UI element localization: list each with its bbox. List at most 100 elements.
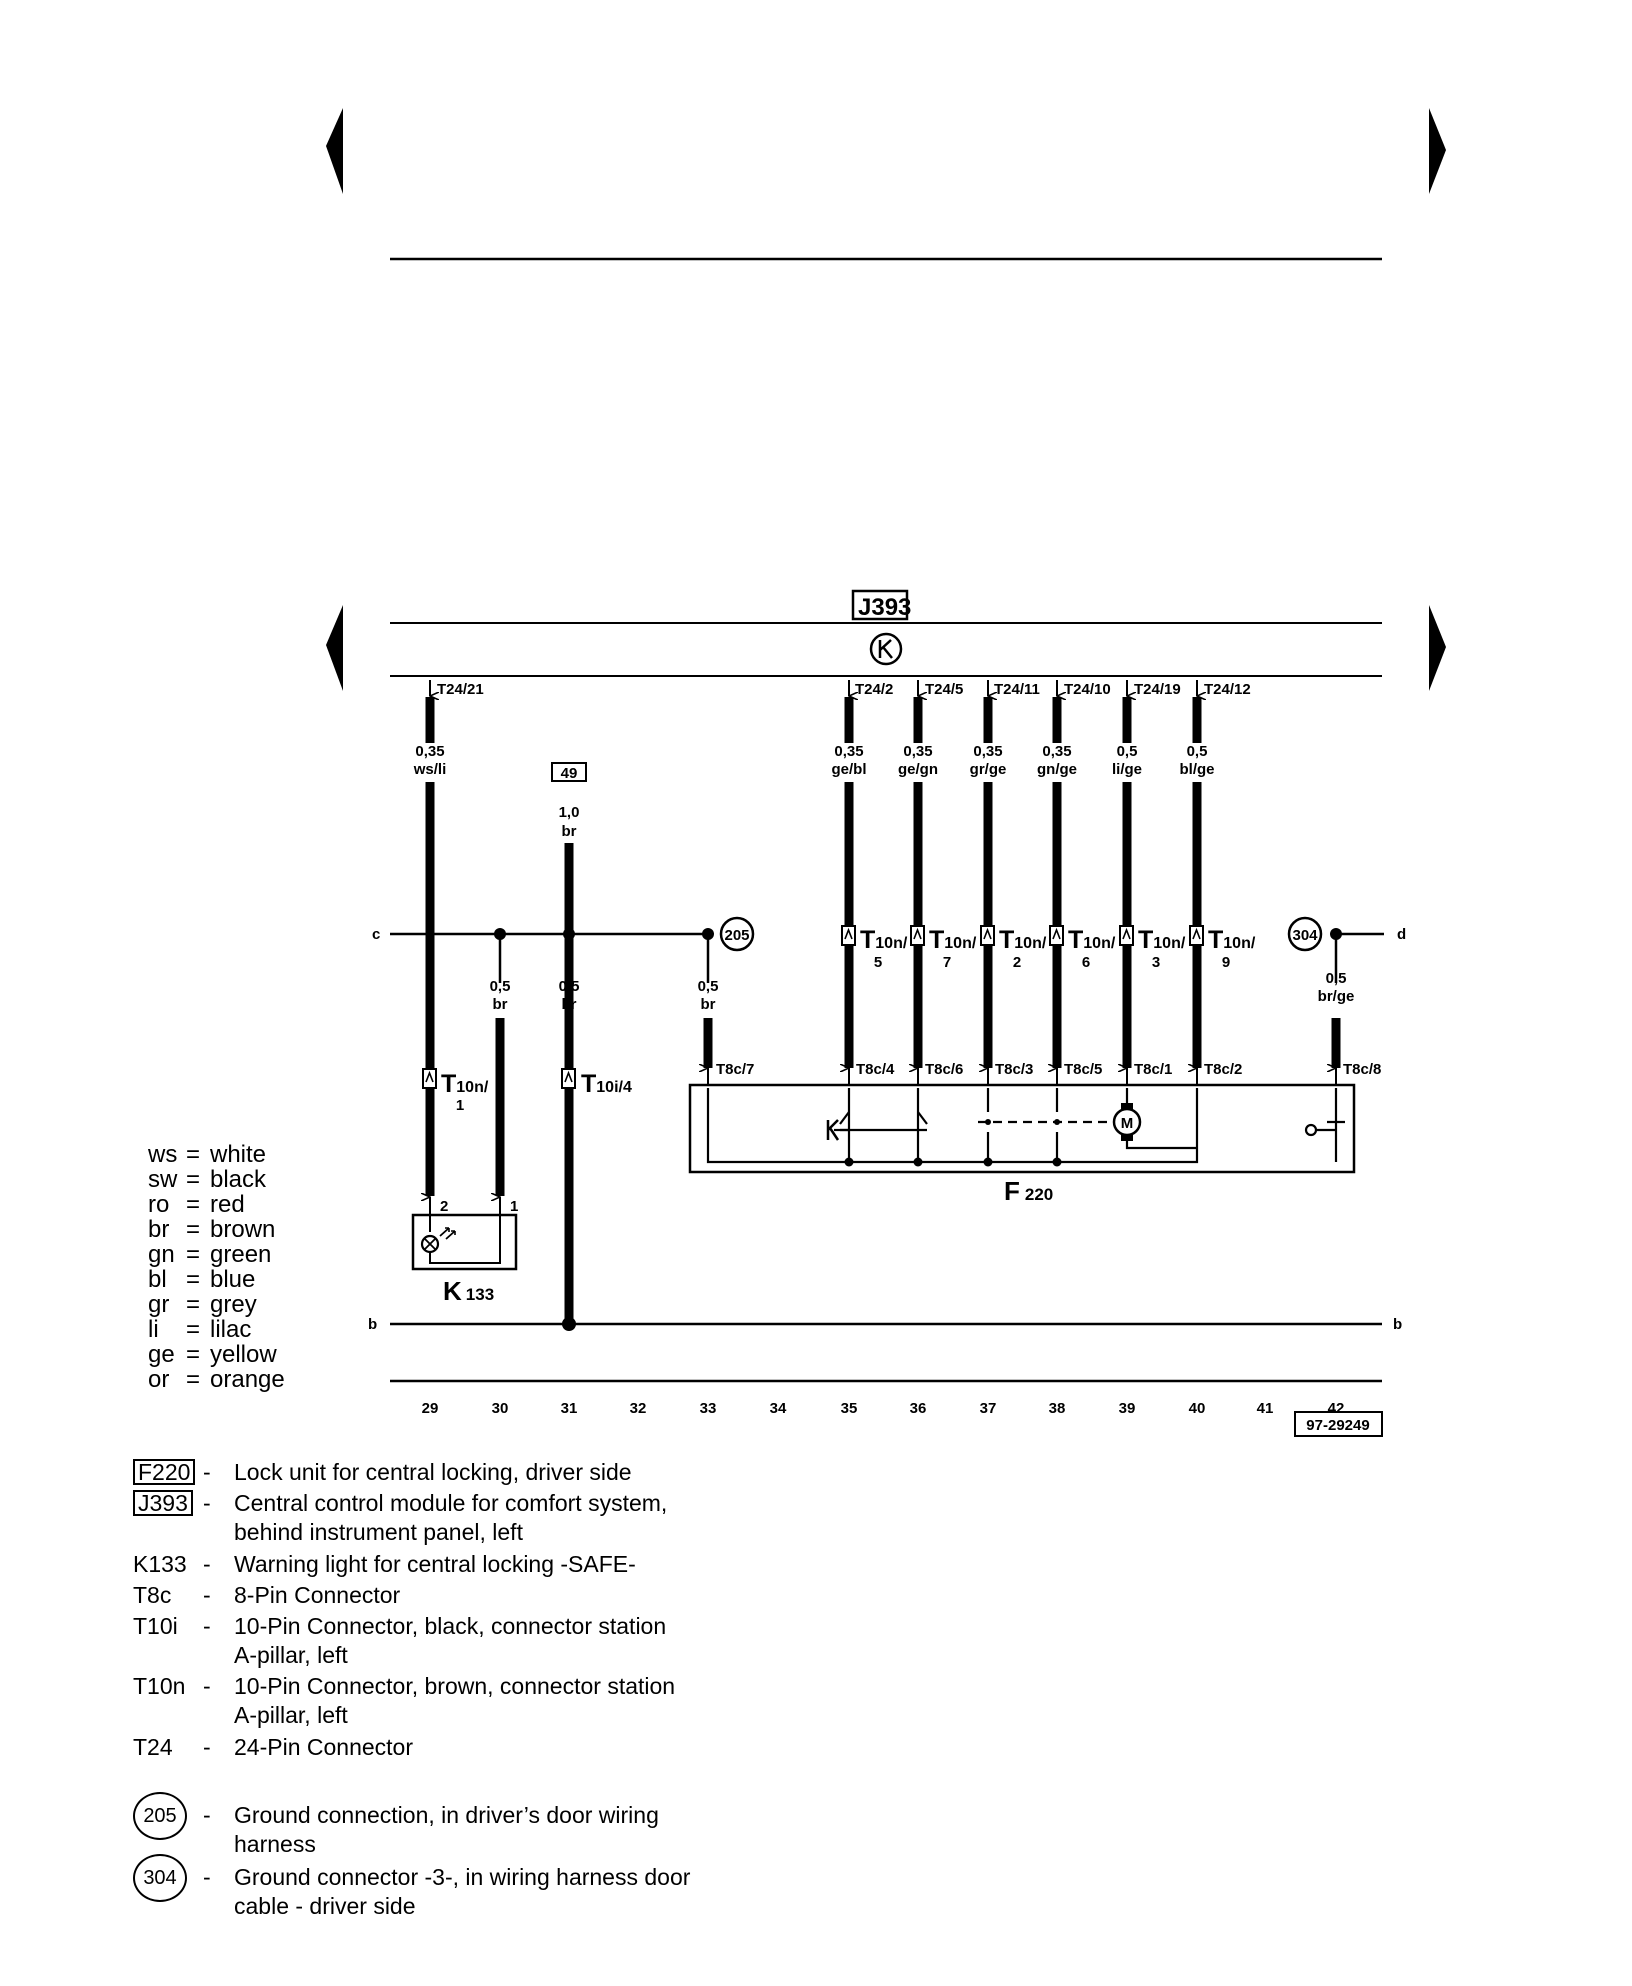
junction-dot xyxy=(562,1317,576,1331)
connector-symbol-icon xyxy=(422,1068,437,1089)
t10n-sub: 10n/ xyxy=(1083,935,1116,952)
k133-label-sub: 133 xyxy=(466,1285,494,1304)
legend-key: J393 xyxy=(133,1489,211,1518)
color-code-row: br = brown xyxy=(148,1217,285,1242)
f220-label-sub: 220 xyxy=(1025,1185,1053,1204)
svg-text:T10n/: T10n/ xyxy=(929,926,977,954)
legend-dash: - xyxy=(203,1490,211,1516)
t8c-pin-label: T8c/7 xyxy=(716,1061,754,1078)
t24-pin-label: T24/12 xyxy=(1204,681,1251,698)
color-code: br xyxy=(148,1216,170,1243)
connector-symbol-icon xyxy=(841,925,856,946)
color-code: sw xyxy=(148,1166,178,1193)
svg-text:T10n/: T10n/ xyxy=(1138,926,1186,954)
legend-key: K133 xyxy=(133,1551,187,1577)
color-code-equals: = xyxy=(186,1316,201,1343)
color-code-equals: = xyxy=(186,1216,201,1243)
legend-dash: - xyxy=(203,1551,211,1577)
legend-description-line: 10-Pin Connector, brown, connector stati… xyxy=(234,1673,676,1699)
color-code: li xyxy=(148,1316,159,1343)
t24-pin-label: T24/21 xyxy=(437,681,484,698)
svg-text:F220: F220 xyxy=(1004,1176,1053,1206)
motor-label: M xyxy=(1121,1115,1134,1132)
t24-pin-label: T24/2 xyxy=(855,681,893,698)
wire-color: br xyxy=(562,996,577,1013)
legend-description-line: Ground connector -3-, in wiring harness … xyxy=(234,1864,691,1890)
t10n-sub: 10n/ xyxy=(875,935,908,952)
legend-dash: - xyxy=(203,1734,211,1760)
k133-label-main: K xyxy=(443,1276,462,1306)
central-locking-symbol-icon xyxy=(869,632,903,666)
wire-color: ge/bl xyxy=(831,761,866,778)
legend-dash: - xyxy=(203,1613,211,1639)
t10n-main: T xyxy=(1138,926,1153,954)
wire-size: 0,35 xyxy=(973,743,1002,760)
drawing-ref-box xyxy=(1294,1411,1383,1437)
wire-size: 0,5 xyxy=(559,978,580,995)
color-code: ro xyxy=(148,1191,170,1218)
color-name: green xyxy=(210,1241,272,1268)
color-code: or xyxy=(148,1366,170,1393)
wire-size: 0,5 xyxy=(1326,970,1347,987)
edge-label-c: c xyxy=(372,926,380,943)
color-code: ge xyxy=(148,1341,175,1368)
color-code-row: ge = yellow xyxy=(148,1342,285,1367)
t8c-pin-label: T8c/8 xyxy=(1343,1061,1381,1078)
t10i-connector-31: T10i/4 xyxy=(561,1068,632,1098)
legend-description-line: behind instrument panel, left xyxy=(234,1519,523,1545)
legend-description: 10-Pin Connector, black, connector stati… xyxy=(234,1612,666,1670)
ground-205-label: 205 xyxy=(724,927,749,944)
next-page-arrow-top[interactable] xyxy=(1425,108,1449,194)
junction-dot xyxy=(702,928,714,940)
column-number: 29 xyxy=(422,1400,439,1417)
color-code-equals: = xyxy=(186,1141,201,1168)
legend-description-line: A-pillar, left xyxy=(234,1702,348,1728)
ground-symbol-icon: 304 xyxy=(133,1854,187,1902)
legend-key: T8c xyxy=(133,1582,172,1608)
wire-color: ge/gn xyxy=(898,761,938,778)
wire-color: br xyxy=(493,996,508,1013)
wire-color: br/ge xyxy=(1318,988,1355,1005)
t10n-connector-row: T10n/ T10n/ T10n/ T10n/ T10n/ T10n/ 5 7 … xyxy=(841,925,1256,971)
legend-dash: - xyxy=(203,1459,211,1485)
color-name: black xyxy=(210,1166,267,1193)
legend-description-line: harness xyxy=(234,1831,316,1857)
warning-lamp-icon xyxy=(420,1227,456,1254)
legend-description-line: 10-Pin Connector, black, connector stati… xyxy=(234,1613,667,1639)
t10i-sub: 10i/4 xyxy=(596,1079,632,1096)
t8c-pin-label: T8c/1 xyxy=(1134,1061,1172,1078)
wire-color: br xyxy=(562,823,577,840)
prev-page-arrow-bottom[interactable] xyxy=(323,605,347,691)
color-code-row: ro=red xyxy=(148,1192,285,1217)
connector-symbol-icon xyxy=(980,925,995,946)
color-name: yellow xyxy=(210,1341,277,1368)
legend-description: Warning light for central locking -SAFE- xyxy=(234,1550,636,1579)
wire-size: 0,35 xyxy=(834,743,863,760)
t10n-sub: 10n/ xyxy=(456,1079,489,1096)
column-number: 39 xyxy=(1119,1400,1136,1417)
t10n-main: T xyxy=(441,1070,456,1098)
terminal-49-box xyxy=(551,762,587,782)
color-name: brown xyxy=(210,1216,276,1243)
t10n-main: T xyxy=(860,926,875,954)
color-code-equals: = xyxy=(186,1341,201,1368)
ground-304-label: 304 xyxy=(1292,927,1318,944)
color-code-row: bl=blue xyxy=(148,1267,285,1292)
t10n-sub: 10n/ xyxy=(1014,935,1047,952)
next-page-arrow-bottom[interactable] xyxy=(1425,605,1449,691)
f220-box xyxy=(688,1083,1356,1174)
color-code-row: gn=green xyxy=(148,1242,285,1267)
prev-page-arrow-top[interactable] xyxy=(323,108,347,194)
ground-symbol-icon: 205 xyxy=(133,1792,187,1840)
svg-text:T10n/: T10n/ xyxy=(1208,926,1256,954)
legend-dash: - xyxy=(203,1864,211,1890)
edge-label-d: d xyxy=(1397,926,1406,943)
junction-dot xyxy=(1330,928,1342,940)
k133-pin-label: 2 xyxy=(440,1198,448,1215)
legend-dash: - xyxy=(203,1802,211,1828)
